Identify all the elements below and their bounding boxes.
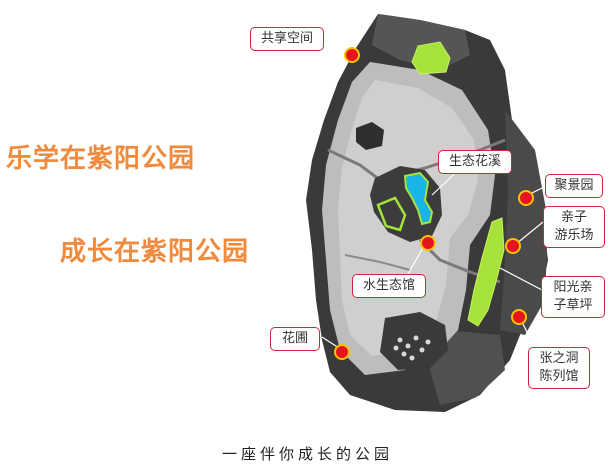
label-eco-stream[interactable]: 生态花溪 <box>438 150 512 174</box>
label-water-eco-museum-text: 水生态馆 <box>362 278 415 293</box>
label-juijing-garden-text: 聚景园 <box>554 178 594 193</box>
eco-stream-blue <box>403 171 434 226</box>
label-family-playground-line2: 游乐场 <box>554 228 594 243</box>
south-island <box>380 312 448 370</box>
label-family-playground[interactable]: 亲子 游乐场 <box>543 206 605 248</box>
slogan-learn: 乐学在紫阳公园 <box>6 144 196 174</box>
south-bridge <box>344 254 411 271</box>
label-zhangzhidong-line1: 张之洞 <box>539 351 579 366</box>
sunny-lawn-area <box>467 217 505 327</box>
marker-flower-garden[interactable] <box>334 344 350 360</box>
marker-zhangzhidong-museum[interactable] <box>511 309 527 325</box>
marker-water-eco-museum[interactable] <box>420 235 436 251</box>
label-juijing-garden[interactable]: 聚景园 <box>545 174 603 198</box>
park-buildings-east <box>500 110 548 335</box>
label-shared-space-text: 共享空间 <box>260 31 313 46</box>
marker-shared-space[interactable] <box>344 47 360 63</box>
marker-family-playground[interactable] <box>505 238 521 254</box>
label-sunny-lawn-line1: 阳光亲 <box>553 280 593 295</box>
map-caption: 一座伴你成长的公园 <box>221 445 393 463</box>
label-water-eco-museum[interactable]: 水生态馆 <box>352 274 426 298</box>
label-flower-garden[interactable]: 花圃 <box>270 327 320 351</box>
label-shared-space[interactable]: 共享空间 <box>250 27 324 51</box>
label-flower-garden-text: 花圃 <box>281 331 308 346</box>
label-family-playground-line1: 亲子 <box>560 210 587 225</box>
park-buildings-south <box>430 330 505 405</box>
marker-juijing-garden[interactable] <box>518 190 534 206</box>
label-eco-stream-text: 生态花溪 <box>448 154 501 169</box>
label-sunny-lawn-line2: 子草坪 <box>553 298 593 313</box>
north-island <box>356 122 384 150</box>
label-zhangzhidong-line2: 陈列馆 <box>539 369 579 384</box>
south-island-trees <box>393 335 431 361</box>
slogan-grow: 成长在紫阳公园 <box>60 237 250 267</box>
label-sunny-lawn[interactable]: 阳光亲 子草坪 <box>541 276 605 318</box>
label-zhangzhidong-museum[interactable]: 张之洞 陈列馆 <box>528 347 590 389</box>
eco-stream-green <box>376 196 407 232</box>
shared-space-area <box>411 41 451 75</box>
